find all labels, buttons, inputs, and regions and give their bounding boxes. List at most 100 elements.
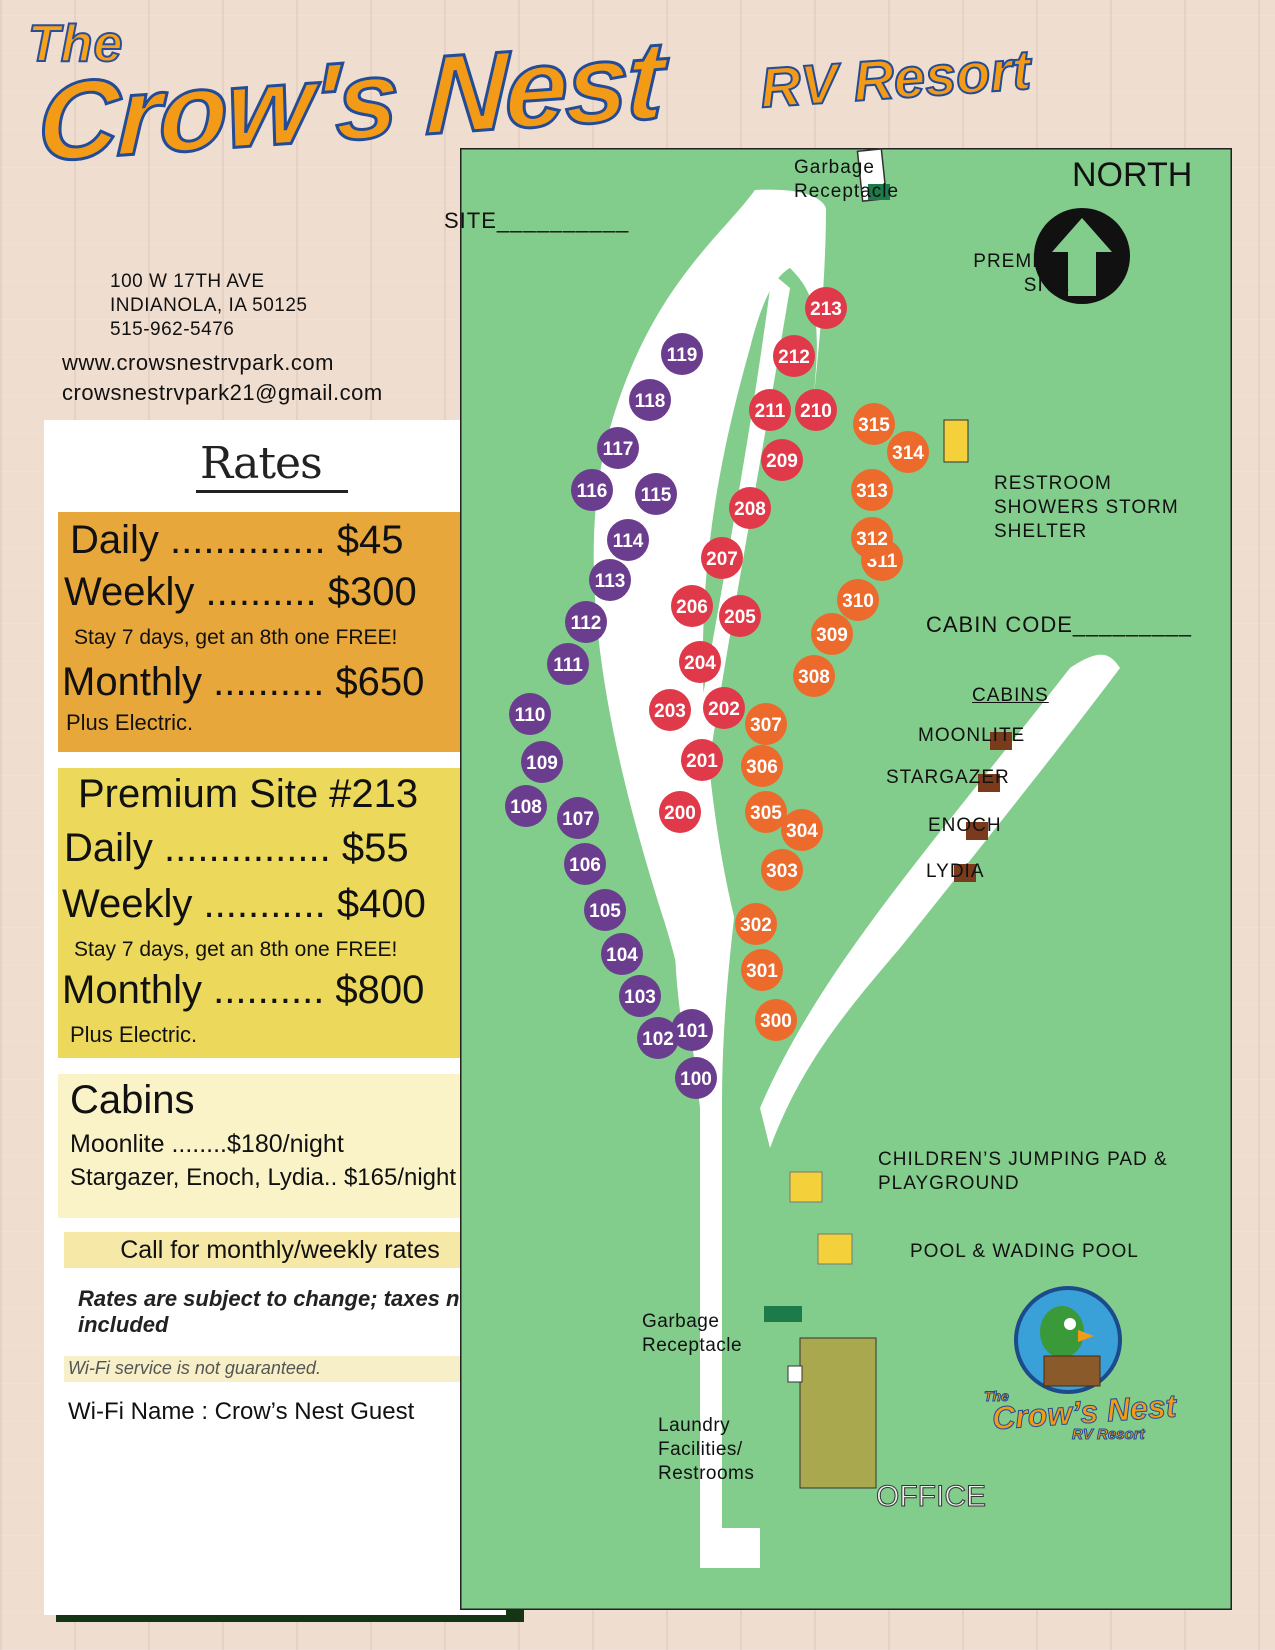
site-200-row-204[interactable]: 204	[679, 641, 721, 683]
site-200-row-207[interactable]: 207	[701, 537, 743, 579]
site-300-row-302[interactable]: 302	[735, 903, 777, 945]
site-100-row-113[interactable]: 113	[589, 559, 631, 601]
cabin-rate-others: Stargazer, Enoch, Lydia.. $165/night	[70, 1164, 457, 1191]
site-300-row-308[interactable]: 308	[793, 655, 835, 697]
standard-rates-block: Daily .............. $45 Weekly ........…	[58, 512, 504, 752]
site-200-row-203[interactable]: 203	[649, 689, 691, 731]
cabin-rate-moonlite: Moonlite ........$180/night	[70, 1130, 344, 1158]
site-300-row-label: 302	[740, 915, 772, 936]
site-300-row-304[interactable]: 304	[781, 809, 823, 851]
site-100-row-label: 110	[515, 705, 546, 726]
site-100-row-label: 107	[562, 809, 594, 830]
site-100-row-116[interactable]: 116	[571, 469, 613, 511]
site-300-row-circle	[851, 469, 893, 511]
site-300-row-301[interactable]: 301	[741, 949, 783, 991]
site-200-row-200[interactable]: 200	[659, 791, 701, 833]
playground-label: CHILDREN’S JUMPING PAD & PLAYGROUND	[878, 1149, 1168, 1194]
site-200-row-206[interactable]: 206	[671, 585, 713, 627]
site-200-row-label: 201	[686, 751, 718, 772]
site-100-row-circle	[635, 473, 677, 515]
rates-underline	[196, 490, 348, 493]
site-100-row-117[interactable]: 117	[597, 427, 639, 469]
site-200-row-label: 205	[724, 607, 756, 628]
site-200-row-213[interactable]: 213	[805, 287, 847, 329]
site-100-row-109[interactable]: 109	[521, 741, 563, 783]
office-label: OFFICE	[876, 1480, 987, 1514]
site-200-row-202[interactable]: 202	[703, 687, 745, 729]
site-100-row-108[interactable]: 108	[505, 785, 547, 827]
site-300-row-315[interactable]: 315	[853, 403, 895, 445]
site-100-row-label: 112	[571, 613, 602, 634]
cabin-stargazer-marker	[978, 774, 1000, 792]
site-100-row-circle	[509, 693, 551, 735]
email-link[interactable]: crowsnestrvpark21@gmail.com	[62, 380, 383, 405]
site-100-row-100[interactable]: 100	[675, 1057, 717, 1099]
cabin-label-lydia: LYDIA	[926, 861, 985, 882]
site-300-row-305[interactable]: 305	[745, 791, 787, 833]
cabin-code-field[interactable]: CABIN CODE_________	[926, 612, 1193, 637]
site-100-row-label: 106	[569, 855, 601, 876]
site-100-row-circle	[597, 427, 639, 469]
site-100-row-110[interactable]: 110	[509, 693, 551, 735]
site-100-row-101[interactable]: 101	[671, 1009, 713, 1051]
site-100-row-circle	[564, 843, 606, 885]
site-100-row-circle	[565, 601, 607, 643]
address-line1: 100 W 17TH AVE	[110, 271, 265, 292]
site-100-row-106[interactable]: 106	[564, 843, 606, 885]
site-300-row-314[interactable]: 314	[887, 431, 929, 473]
site-300-row-310[interactable]: 310	[837, 579, 879, 621]
site-300-row-303[interactable]: 303	[761, 849, 803, 891]
site-100-row-103[interactable]: 103	[619, 975, 661, 1017]
site-300-row-312[interactable]: 312	[851, 517, 893, 559]
east-road	[760, 654, 1120, 1148]
garbage-top-marker	[868, 184, 890, 200]
site-300-row-307[interactable]: 307	[745, 703, 787, 745]
site-100-row-102[interactable]: 102	[637, 1017, 679, 1059]
site-300-row-313[interactable]: 313	[851, 469, 893, 511]
site-100-row-112[interactable]: 112	[565, 601, 607, 643]
site-200-row-208[interactable]: 208	[729, 487, 771, 529]
site-300-row-circle	[735, 903, 777, 945]
site-200-row-label: 207	[706, 549, 738, 570]
site-300-row-label: 310	[842, 591, 874, 612]
site-100-row-circle	[661, 333, 703, 375]
north-arrow-icon	[1052, 218, 1112, 296]
site-100-row-115[interactable]: 115	[635, 473, 677, 515]
standard-daily: Daily .............. $45	[70, 518, 404, 562]
site-300-row-label: 312	[856, 529, 888, 550]
site-200-row-label: 200	[664, 803, 696, 824]
cabin-label-moonlite: MOONLITE	[918, 725, 1026, 746]
site-200-row-209[interactable]: 209	[761, 439, 803, 481]
site-300-row-circle	[781, 809, 823, 851]
site-100-row-111[interactable]: 111	[547, 643, 589, 685]
cabins-title: Cabins	[70, 1078, 195, 1122]
wifi-name: Wi-Fi Name : Crow’s Nest Guest	[68, 1398, 415, 1425]
standard-weekly-note: Stay 7 days, get an 8th one FREE!	[74, 626, 398, 649]
site-100-row-label: 111	[553, 655, 583, 676]
site-100-row-107[interactable]: 107	[557, 797, 599, 839]
site-300-row-300[interactable]: 300	[755, 999, 797, 1041]
site-field[interactable]: SITE__________	[444, 208, 630, 233]
site-100-row-119[interactable]: 119	[661, 333, 703, 375]
site-200-row-circle	[749, 389, 791, 431]
site-300-row-309[interactable]: 309	[811, 613, 853, 655]
phone[interactable]: 515-962-5476	[110, 319, 235, 340]
site-100-row-118[interactable]: 118	[629, 379, 671, 421]
site-200-row-212[interactable]: 212	[773, 335, 815, 377]
site-100-row-114[interactable]: 114	[607, 519, 649, 561]
site-200-row-201[interactable]: 201	[681, 739, 723, 781]
site-200-row-circle	[679, 641, 721, 683]
site-200-row-211[interactable]: 211	[749, 389, 791, 431]
site-100-row-104[interactable]: 104	[601, 933, 643, 975]
website-link[interactable]: www.crowsnestrvpark.com	[62, 350, 334, 375]
site-200-row-210[interactable]: 210	[795, 389, 837, 431]
logo-sub: RV Resort	[1072, 1426, 1146, 1444]
site-100-row-105[interactable]: 105	[584, 889, 626, 931]
site-300-row-circle	[853, 403, 895, 445]
site-100-row-label: 102	[642, 1029, 674, 1050]
site-200-row-205[interactable]: 205	[719, 595, 761, 637]
site-100-row-circle	[601, 933, 643, 975]
site-300-row-label: 315	[858, 415, 890, 436]
site-300-row-circle	[837, 579, 879, 621]
site-300-row-306[interactable]: 306	[741, 745, 783, 787]
